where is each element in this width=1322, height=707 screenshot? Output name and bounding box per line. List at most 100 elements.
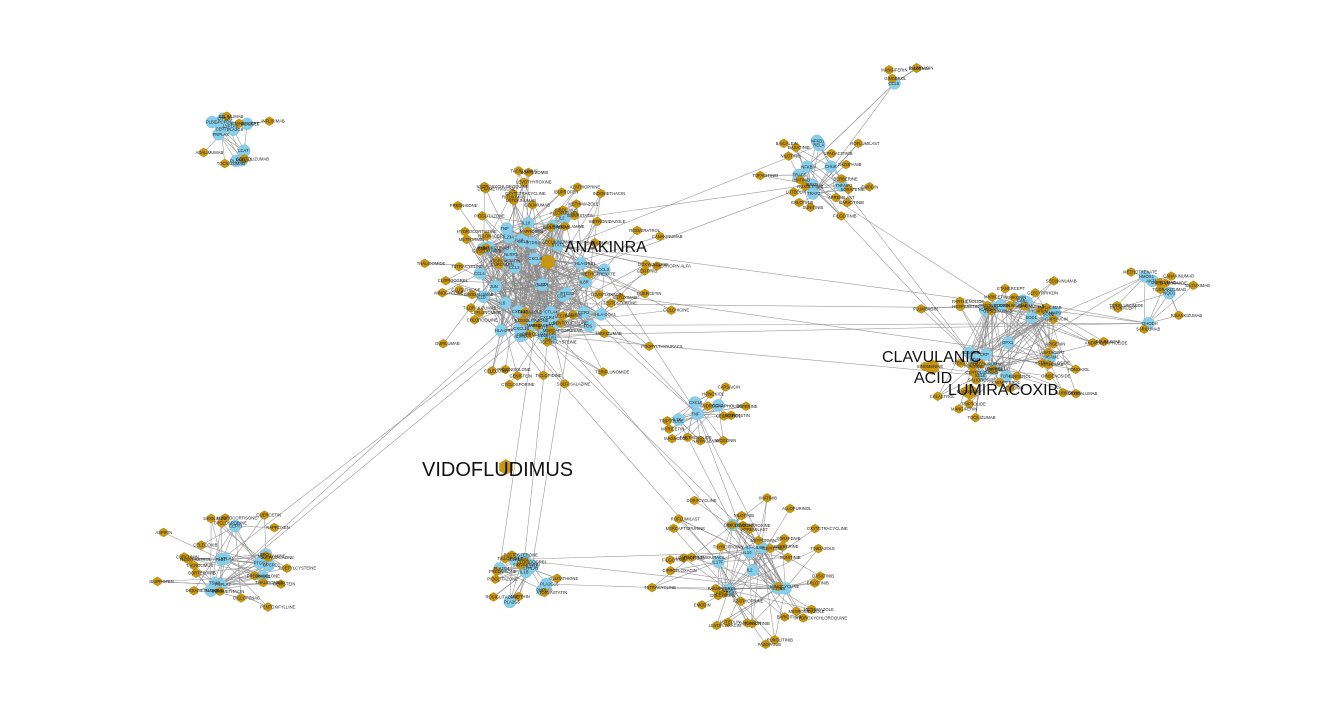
drug-node[interactable] [462, 234, 471, 245]
drug-node[interactable] [552, 573, 562, 584]
drug-node[interactable] [1044, 359, 1053, 370]
drug-node[interactable] [727, 520, 736, 530]
drug-node[interactable] [516, 560, 525, 570]
drug-node[interactable] [719, 435, 728, 446]
drug-node[interactable] [606, 298, 616, 308]
drug-node[interactable] [640, 288, 649, 299]
drug-node[interactable] [1009, 292, 1019, 303]
drug-node[interactable] [482, 231, 491, 241]
drug-node[interactable] [540, 587, 549, 598]
drug-node[interactable] [539, 370, 548, 381]
drug-node[interactable] [780, 612, 789, 622]
drug-node[interactable] [955, 296, 965, 307]
drug-node[interactable] [745, 524, 754, 535]
drug-node[interactable] [711, 583, 720, 594]
drug-node[interactable] [560, 221, 570, 232]
gene-node[interactable] [712, 555, 725, 569]
drug-node[interactable] [933, 391, 942, 402]
drug-node[interactable] [912, 63, 921, 73]
gene-node[interactable] [979, 348, 993, 361]
gene-node[interactable] [1001, 336, 1015, 349]
drug-node[interactable] [663, 416, 672, 426]
drug-node[interactable] [475, 307, 484, 318]
drug-node[interactable] [250, 571, 259, 581]
drug-node[interactable] [513, 371, 522, 381]
drug-node[interactable] [779, 138, 788, 149]
drug-node[interactable] [837, 174, 846, 184]
drug-node[interactable] [439, 338, 448, 349]
highlighted-drug-node-anakinra[interactable] [541, 254, 555, 270]
drug-node[interactable] [807, 604, 816, 615]
drug-node[interactable] [1167, 271, 1176, 281]
drug-node[interactable] [585, 269, 594, 279]
drug-node[interactable] [491, 574, 500, 584]
gene-node[interactable] [218, 552, 231, 565]
gene-node[interactable] [500, 222, 513, 235]
drug-node[interactable] [240, 154, 249, 164]
gene-node[interactable] [577, 306, 591, 319]
drug-node[interactable] [1174, 310, 1183, 321]
highlighted-drug-node-lumiracoxib[interactable] [963, 384, 977, 400]
drug-node[interactable] [518, 315, 527, 326]
drug-node[interactable] [553, 208, 562, 218]
drug-node[interactable] [831, 192, 841, 203]
drug-node[interactable] [259, 577, 268, 588]
drug-node[interactable] [1049, 314, 1058, 324]
drug-node[interactable] [988, 364, 997, 375]
gene-node[interactable] [212, 128, 225, 141]
drug-node[interactable] [888, 73, 897, 84]
drug-node[interactable] [466, 303, 476, 313]
drug-node[interactable] [988, 292, 997, 302]
drug-node[interactable] [1189, 280, 1198, 291]
drug-node[interactable] [260, 510, 269, 520]
gene-node[interactable] [583, 319, 596, 333]
drug-node[interactable] [738, 520, 748, 531]
gene-node[interactable] [963, 346, 976, 359]
drug-node[interactable] [594, 289, 604, 300]
gene-node[interactable] [473, 267, 487, 280]
drug-node[interactable] [528, 200, 537, 210]
drug-node[interactable] [844, 184, 853, 195]
drug-node[interactable] [716, 542, 725, 552]
drug-node[interactable] [525, 329, 534, 339]
drug-node[interactable] [791, 142, 801, 153]
drug-node[interactable] [438, 288, 447, 298]
drug-node[interactable] [1020, 301, 1029, 311]
drug-node[interactable] [570, 210, 579, 221]
gene-node[interactable] [535, 278, 548, 292]
drug-node[interactable] [647, 582, 657, 593]
drug-node[interactable] [721, 382, 730, 392]
drug-node[interactable] [508, 188, 518, 199]
gene-node[interactable] [743, 546, 756, 559]
drug-node[interactable] [792, 606, 801, 617]
gene-node[interactable] [1000, 369, 1013, 383]
drug-node[interactable] [727, 410, 736, 421]
drug-node[interactable] [965, 399, 974, 409]
gene-node[interactable] [746, 563, 759, 577]
gene-node[interactable] [528, 252, 541, 265]
drug-node[interactable] [679, 553, 689, 563]
drug-node[interactable] [723, 617, 733, 627]
drug-node[interactable] [261, 551, 271, 561]
drug-node[interactable] [865, 182, 874, 192]
drug-node[interactable] [785, 503, 795, 514]
drug-node[interactable] [189, 585, 198, 596]
drug-node[interactable] [221, 513, 230, 523]
drug-node[interactable] [1044, 347, 1053, 358]
drug-node[interactable] [954, 404, 964, 414]
drug-node[interactable] [971, 375, 981, 385]
drug-node[interactable] [736, 596, 745, 606]
drug-node[interactable] [1058, 388, 1068, 398]
drug-node[interactable] [770, 635, 779, 645]
drug-node[interactable] [827, 148, 836, 159]
drug-node[interactable] [184, 554, 193, 565]
drug-node[interactable] [263, 602, 273, 612]
drug-node[interactable] [487, 366, 497, 376]
drug-node[interactable] [810, 578, 819, 588]
drug-node[interactable] [596, 188, 605, 199]
gene-node[interactable] [526, 236, 539, 250]
drug-node[interactable] [995, 377, 1004, 388]
drug-node[interactable] [276, 579, 286, 589]
drug-node[interactable] [703, 401, 713, 411]
drug-node[interactable] [712, 620, 721, 631]
